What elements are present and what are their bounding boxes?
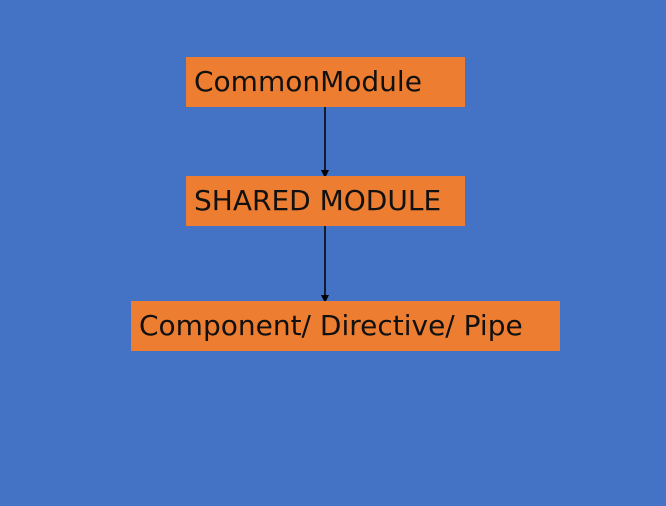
component-directive-pipe-box: Component/ Directive/ Pipe xyxy=(131,301,560,351)
common-module-box: CommonModule xyxy=(186,57,465,107)
shared-module-box: SHARED MODULE xyxy=(186,176,465,226)
